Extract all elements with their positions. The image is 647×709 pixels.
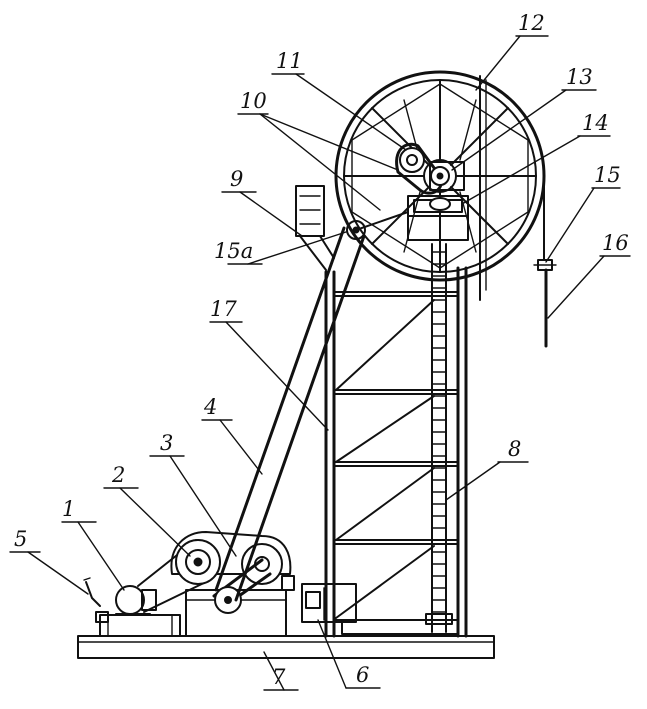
label-16: 16 <box>602 231 629 255</box>
wire-rope-upper <box>479 75 487 301</box>
hub-block <box>355 161 469 241</box>
counterweight-stack <box>431 243 447 633</box>
gear-reducer <box>170 531 295 637</box>
label-1: 1 <box>62 497 75 521</box>
eccentric-link <box>395 142 450 195</box>
polished-rod <box>533 175 557 348</box>
callout-labels: 1 2 3 4 5 6 7 8 9 10 11 12 13 14 15 15a … <box>14 11 629 689</box>
label-6: 6 <box>356 663 369 687</box>
label-3: 3 <box>160 431 173 455</box>
starter-control <box>83 577 109 623</box>
label-7: 7 <box>272 665 286 689</box>
label-15a: 15a <box>214 239 253 263</box>
label-8: 8 <box>508 437 521 461</box>
label-10: 10 <box>240 89 267 113</box>
label-2: 2 <box>111 463 125 487</box>
label-9: 9 <box>230 167 243 191</box>
motor <box>99 585 181 637</box>
big-wheel <box>334 70 546 282</box>
leader-lines <box>9 35 631 691</box>
label-17: 17 <box>210 297 237 321</box>
label-15: 15 <box>594 163 621 187</box>
label-5: 5 <box>14 527 27 551</box>
label-13: 13 <box>566 65 593 89</box>
label-11: 11 <box>276 49 303 73</box>
label-14: 14 <box>582 111 609 135</box>
label-4: 4 <box>203 395 217 419</box>
crank <box>212 558 272 614</box>
control-box <box>301 583 357 623</box>
side-brace <box>295 185 335 271</box>
label-12: 12 <box>518 11 545 35</box>
base-skid <box>77 635 495 659</box>
tower-foot-rail <box>341 613 459 635</box>
